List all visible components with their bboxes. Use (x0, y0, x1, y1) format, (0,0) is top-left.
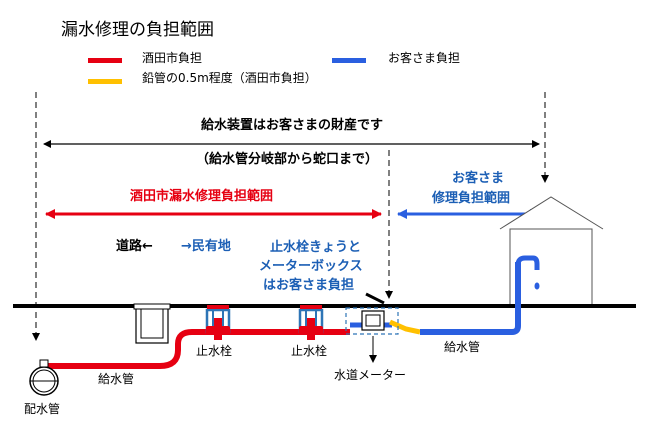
service-pipe-label-right: 給水管 (444, 340, 481, 354)
stopbox-note-1: 止水栓きょうと (270, 240, 362, 255)
city-range-label: 酒田市漏水修理負担範囲 (130, 189, 274, 204)
faucet-icon (515, 255, 540, 290)
customer-range-label-2: 修理負担範囲 (432, 191, 511, 206)
stop-valve-icon-2 (298, 305, 324, 340)
legend-label-lead: 鉛管の0.5m程度（酒田市負担） (142, 71, 317, 85)
private-land-label: →民有地 (181, 239, 231, 254)
main-pipe-icon (29, 359, 59, 396)
city-service-pipe (44, 329, 350, 369)
road-box (133, 303, 171, 344)
lead-pipe (388, 319, 421, 335)
service-pipe-label-left: 給水管 (98, 372, 135, 386)
meter-box-icon (345, 292, 399, 335)
property-sub-label: （給水管分岐部から蛇口まで） (196, 152, 379, 167)
stop-valve-label-2: 止水栓 (291, 344, 328, 358)
stop-valve-label-1: 止水栓 (196, 344, 233, 358)
page-title: 漏水修理の負担範囲 (61, 20, 214, 40)
main-pipe-label: 配水管 (24, 402, 61, 416)
stopbox-note-3: はお客さま負担 (263, 278, 355, 293)
customer-service-pipe (420, 262, 521, 335)
ground-line (13, 304, 636, 308)
water-meter-label: 水道メーター (334, 368, 407, 382)
customer-range-label-1: お客さま (452, 171, 505, 186)
house-icon (499, 196, 604, 308)
legend-label-city: 酒田市負担 (142, 51, 203, 65)
road-label: 道路← (116, 239, 153, 254)
legend-swatch-customer (332, 58, 366, 63)
legend-label-customer: お客さま負担 (388, 51, 461, 65)
property-label: 給水装置はお客さまの財産です (201, 118, 384, 133)
legend-swatch-city (88, 58, 122, 63)
legend-swatch-lead (88, 79, 122, 84)
stopbox-note-2: メーターボックス (259, 259, 363, 274)
stop-valve-icon-1 (205, 305, 231, 340)
